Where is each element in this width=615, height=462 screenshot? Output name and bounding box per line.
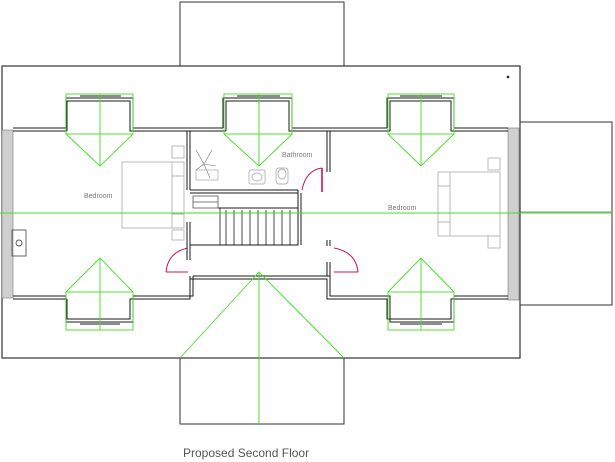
drawing-caption: Proposed Second Floor [183, 446, 309, 460]
room-label-bedroom-right: Bedroom [388, 205, 417, 212]
left-bed [121, 161, 185, 229]
basin [248, 169, 266, 185]
right-bed [437, 171, 501, 237]
staircase [192, 149, 299, 246]
right-chimney [507, 127, 520, 301]
main-roof-outline [1, 65, 521, 359]
right-roof-projection [519, 121, 613, 306]
toilet [275, 167, 289, 185]
door-bathroom [301, 167, 323, 191]
left-chimney [1, 129, 14, 299]
walls [13, 97, 508, 323]
top-roof-projection [179, 1, 345, 67]
furniture [11, 145, 501, 257]
room-label-bedroom-left: Bedroom [84, 193, 113, 200]
door-right-bedroom [333, 247, 359, 273]
door-left-bedroom [165, 247, 189, 273]
doors [165, 167, 359, 273]
chimneys [1, 127, 520, 301]
bottom-roof-projection [179, 357, 345, 425]
guide-lines [0, 93, 612, 424]
room-label-bathroom: Bathroom [282, 152, 313, 159]
